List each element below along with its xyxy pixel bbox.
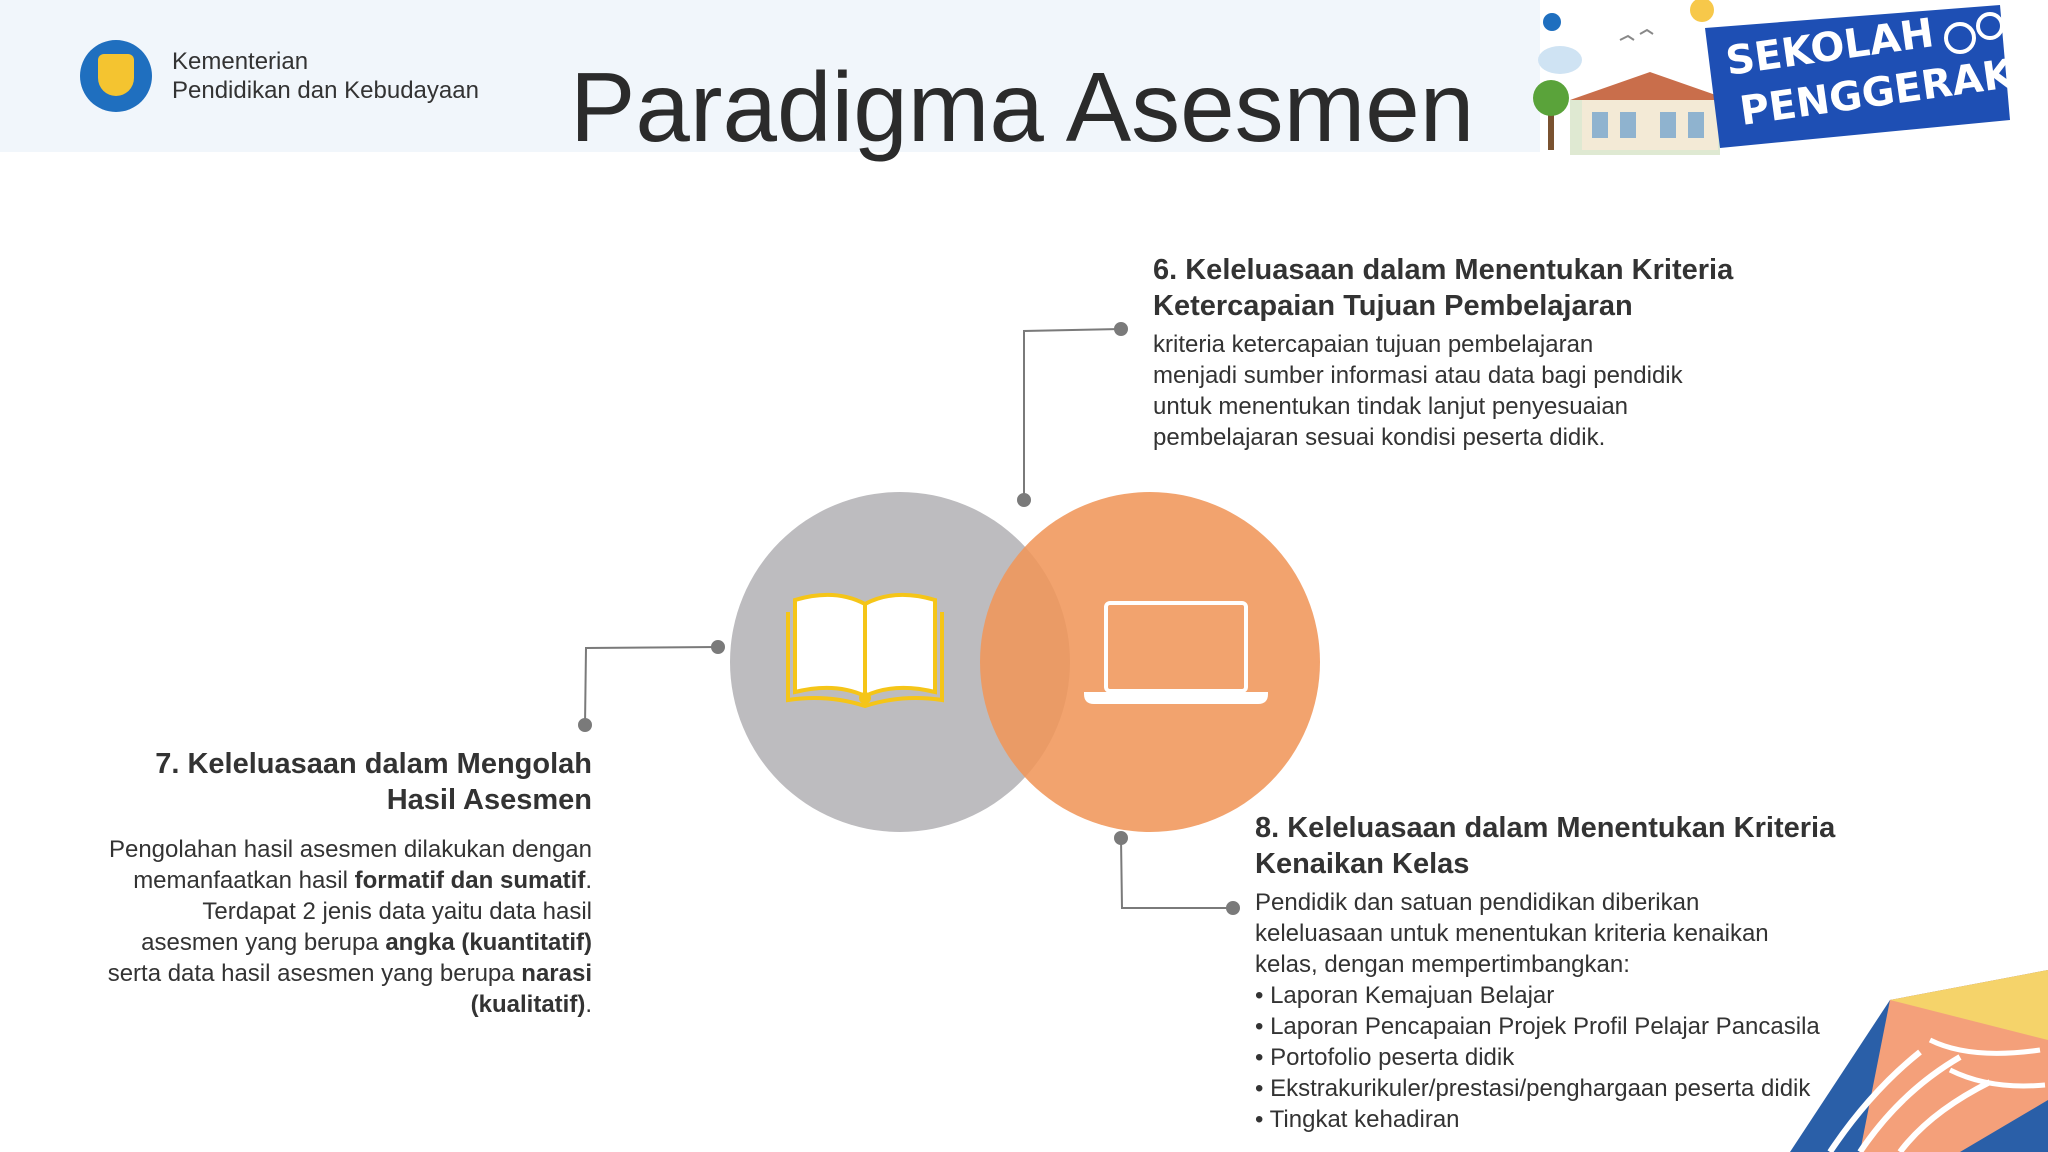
connector-dot-8a bbox=[1114, 831, 1128, 845]
ministry-name-line1: Kementerian bbox=[172, 48, 309, 75]
list-item: Laporan Pencapaian Projek Profil Pelajar… bbox=[1255, 1011, 1820, 1042]
gear-icon bbox=[1944, 22, 1976, 54]
point-6-title: 6. Keleluasaan dalam Menentukan Kriteria… bbox=[1153, 254, 1734, 322]
gear-icon bbox=[1976, 12, 2004, 40]
connector-8 bbox=[1120, 837, 1233, 909]
point-8-body: Pendidik dan satuan pendidikan diberikan… bbox=[1255, 887, 1820, 1135]
connector-7 bbox=[584, 646, 719, 726]
connector-dot-7a bbox=[711, 640, 725, 654]
ministry-logo-block: Kementerian Pendidikan dan Kebudayaan bbox=[80, 40, 479, 112]
list-item: Laporan Kemajuan Belajar bbox=[1255, 980, 1820, 1011]
header-band bbox=[0, 0, 1540, 152]
connector-dot-6a bbox=[1114, 322, 1128, 336]
point-8-bullet-list: Laporan Kemajuan Belajar Laporan Pencapa… bbox=[1255, 980, 1820, 1135]
orange-circle bbox=[980, 492, 1320, 832]
list-item: Ekstrakurikuler/prestasi/penghargaan pes… bbox=[1255, 1073, 1820, 1104]
page-title: Paradigma Asesmen bbox=[570, 52, 1475, 162]
list-item: Tingkat kehadiran bbox=[1255, 1104, 1820, 1135]
list-item: Portofolio peserta didik bbox=[1255, 1042, 1820, 1073]
point-6-body: kriteria ketercapaian tujuan pembelajara… bbox=[1153, 331, 1683, 451]
connector-dot-7b bbox=[578, 718, 592, 732]
laptop-icon bbox=[1083, 601, 1269, 704]
connector-6 bbox=[1023, 328, 1122, 500]
ministry-name-line2: Pendidikan dan Kebudayaan bbox=[172, 77, 479, 104]
connector-dot-8b bbox=[1226, 901, 1240, 915]
point-8-title: 8. Keleluasaan dalam Menentukan Kriteria… bbox=[1255, 812, 1836, 880]
point-7-title: 7. Keleluasaan dalam Mengolah Hasil Ases… bbox=[155, 748, 592, 816]
sekolah-penggerak-badge: SEKOLAH PENGGERAK bbox=[1533, 0, 2015, 155]
point-7-body: Pengolahan hasil asesmen dilakukan denga… bbox=[107, 836, 592, 1018]
tut-wuri-handayani-logo-icon bbox=[80, 40, 152, 112]
connector-dot-6b bbox=[1017, 493, 1031, 507]
open-book-icon bbox=[786, 592, 944, 709]
corner-decoration bbox=[1790, 970, 2048, 1152]
